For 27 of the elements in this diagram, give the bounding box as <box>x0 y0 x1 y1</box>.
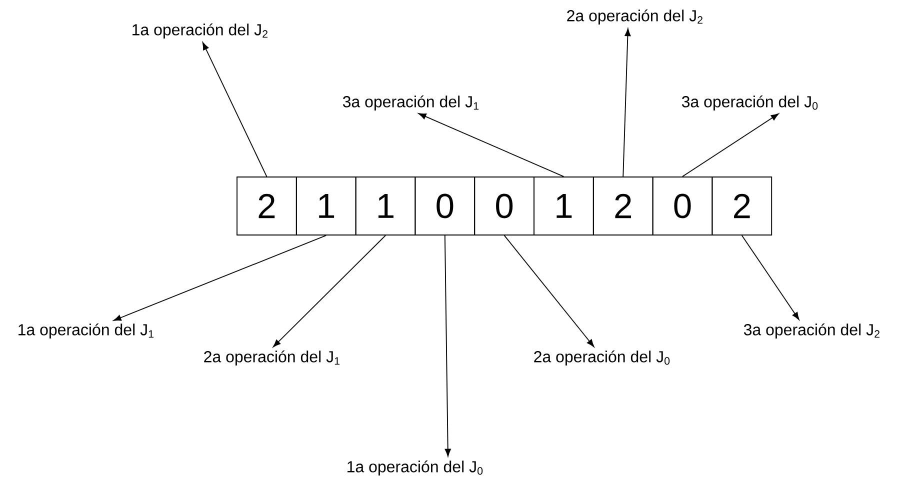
digit-cell: 1 <box>296 176 356 236</box>
digit-cell: 2 <box>592 176 654 236</box>
digit-cell: 2 <box>236 176 297 236</box>
digit-cell: 1 <box>534 176 594 236</box>
digit-cell: 0 <box>652 176 713 236</box>
arrow <box>622 28 631 177</box>
digit-cell: 1 <box>355 176 416 236</box>
arrow <box>682 113 779 177</box>
digit-cell: 0 <box>414 176 476 236</box>
arrow-label: 1a operación del J$_{1}$ <box>18 323 154 339</box>
arrow <box>504 235 594 348</box>
arrow-label: 2a operación del J$_{1}$ <box>204 350 340 366</box>
arrow <box>272 235 386 348</box>
arrow-label: 1a operación del J$_{0}$ <box>348 460 483 476</box>
arrow-label: 3a operación del J$_{0}$ <box>682 95 818 111</box>
arrow <box>741 235 800 320</box>
digit-cell: 2 <box>712 176 772 236</box>
arrow-label: 2a operación del J$_{0}$ <box>534 350 670 366</box>
arrow <box>418 113 564 177</box>
arrow <box>113 235 327 321</box>
arrow <box>444 235 451 457</box>
digit-cell: 0 <box>474 176 534 236</box>
arrow-label: 2a operación del J$_{2}$ <box>567 9 702 25</box>
arrow <box>202 42 268 177</box>
arrow-label: 1a operación del J$_{2}$ <box>132 23 268 39</box>
arrow-label: 3a operación del J$_{2}$ <box>744 323 880 339</box>
arrow-label: 3a operación del J$_{1}$ <box>342 95 478 111</box>
